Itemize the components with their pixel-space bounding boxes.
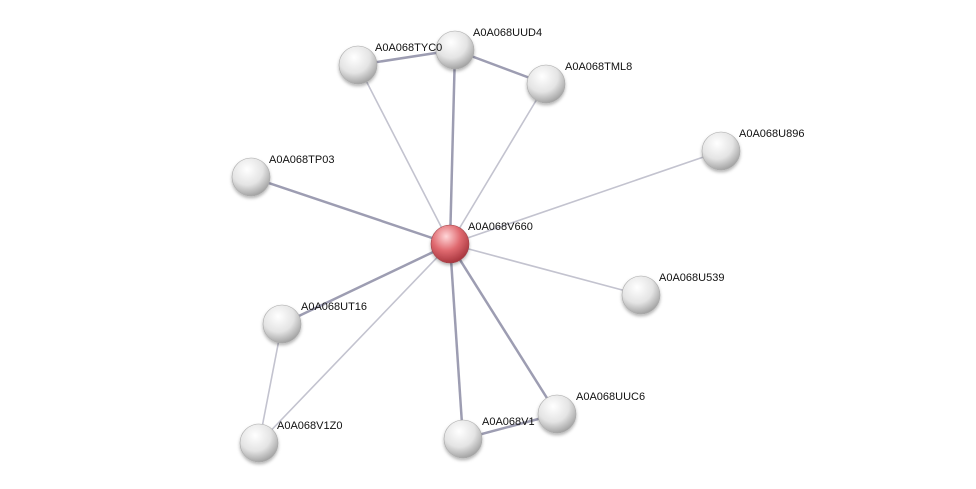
protein-node[interactable] (621, 275, 661, 315)
protein-node[interactable] (262, 304, 302, 344)
edge-V660-TP03[interactable] (250, 175, 451, 246)
node-label: A0A068TML8 (565, 61, 632, 73)
node-label: A0A068UUD4 (473, 27, 542, 39)
edge-V660-U539[interactable] (449, 243, 642, 296)
node-label: A0A068U896 (739, 128, 804, 140)
protein-node[interactable] (443, 419, 483, 459)
edge-V660-TML8[interactable] (449, 83, 547, 245)
protein-node[interactable] (701, 131, 741, 171)
protein-node[interactable] (231, 157, 271, 197)
node-label: A0A068V1Z0 (277, 420, 342, 432)
node-label: A0A068V1 (482, 416, 535, 428)
edge-UT16-V1Z0[interactable] (258, 323, 283, 444)
edge-V660-TYC0[interactable] (357, 64, 451, 245)
edge-V660-V1[interactable] (448, 243, 465, 440)
protein-node[interactable] (435, 30, 475, 70)
node-label: A0A068UUC6 (576, 391, 645, 403)
edge-V660-UT16[interactable] (281, 242, 451, 326)
query-protein-node[interactable] (430, 224, 470, 264)
protein-node[interactable] (526, 64, 566, 104)
node-label: A0A068U539 (659, 272, 724, 284)
protein-node[interactable] (338, 45, 378, 85)
node-label: A0A068UT16 (301, 301, 367, 313)
edge-V660-UUC6[interactable] (448, 243, 559, 415)
node-label: A0A068TP03 (269, 154, 334, 166)
protein-node[interactable] (239, 423, 279, 463)
edge-V660-UUD4[interactable] (448, 49, 457, 245)
edge-V660-V1Z0[interactable] (258, 243, 451, 444)
node-label: A0A068TYC0 (375, 42, 442, 54)
protein-node[interactable] (537, 394, 577, 434)
node-label: A0A068V660 (468, 221, 533, 233)
edge-V660-U896[interactable] (449, 150, 722, 245)
